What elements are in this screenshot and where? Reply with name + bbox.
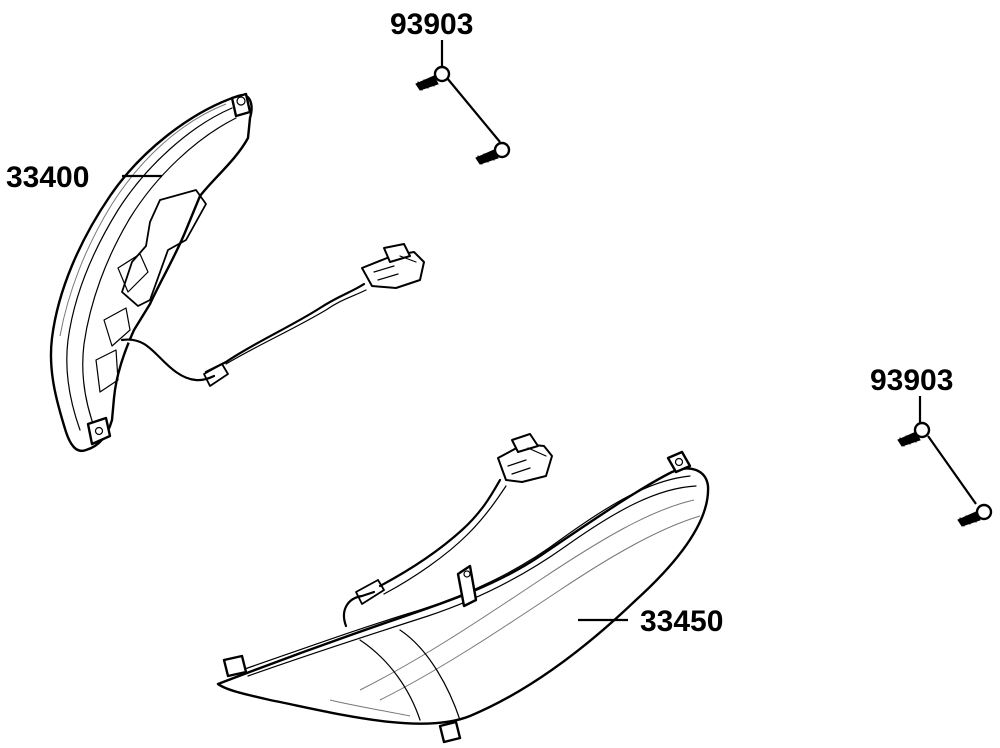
part-number-33400: 33400 bbox=[6, 161, 89, 194]
left-turn-signal-lamp bbox=[49, 92, 425, 453]
screw-pair-top bbox=[415, 65, 511, 165]
screw-icon bbox=[897, 421, 931, 447]
screw-pair-right bbox=[897, 421, 993, 527]
part-number-93903-right: 93903 bbox=[870, 364, 953, 397]
part-number-93903-top: 93903 bbox=[390, 8, 473, 41]
screw-icon bbox=[957, 503, 993, 527]
screw-icon bbox=[475, 141, 511, 165]
part-number-33450: 33450 bbox=[640, 605, 723, 638]
screw-icon bbox=[415, 65, 451, 91]
right-turn-signal-lamp bbox=[216, 433, 710, 744]
